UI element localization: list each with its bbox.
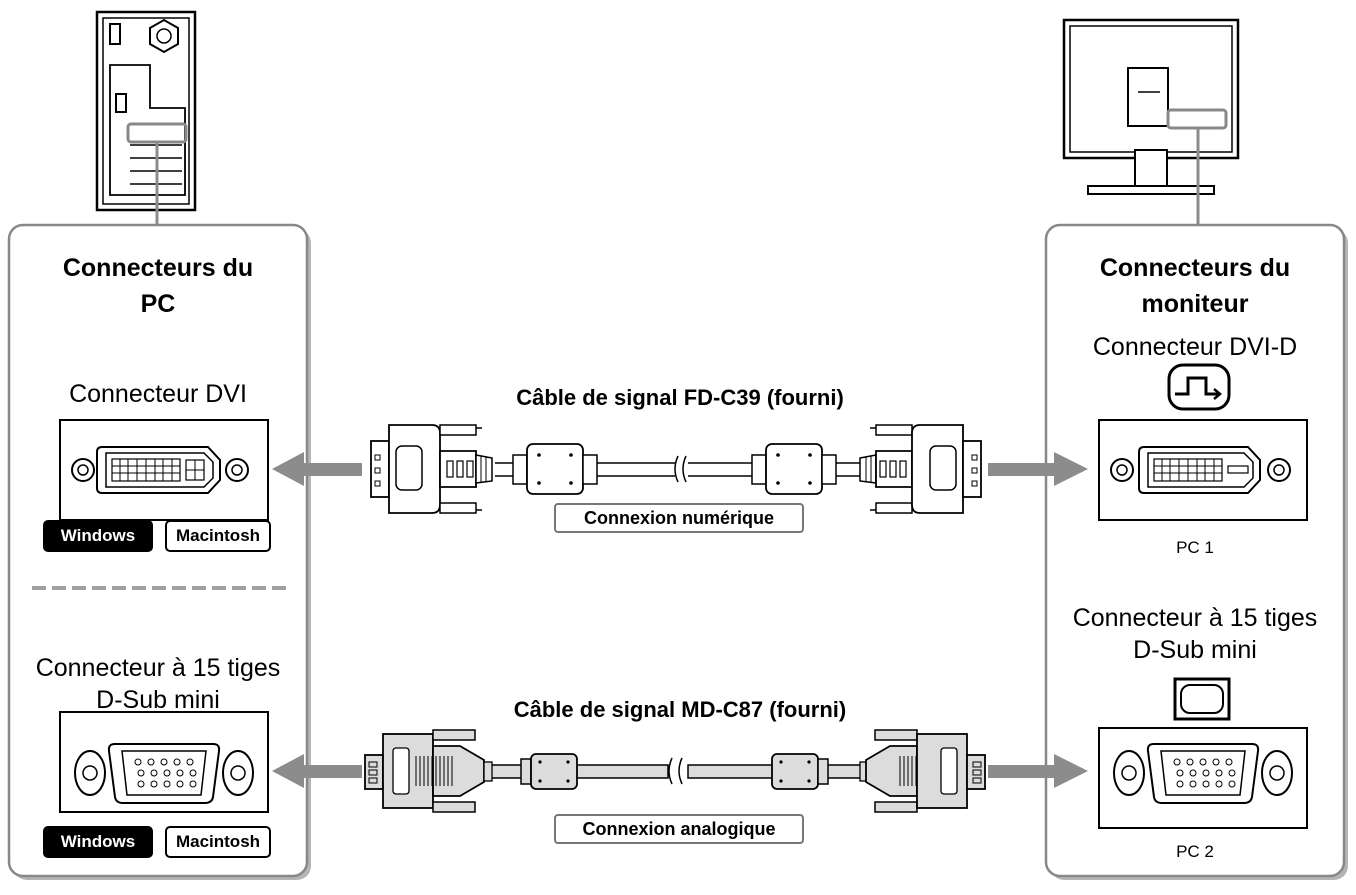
monitor-dsub-label-line2: D-Sub mini — [1133, 636, 1257, 664]
right-panel-title: Connecteurs du moniteur — [1046, 250, 1344, 322]
right-panel — [1044, 223, 1348, 880]
left-panel-title-line2: PC — [140, 290, 176, 318]
pc-dvi-macintosh-badge: Macintosh — [165, 520, 271, 552]
monitor-icon — [1062, 18, 1240, 195]
left-panel-title-line1: Connecteurs du — [62, 254, 254, 282]
monitor-input-pc1-label: PC 1 — [1176, 538, 1214, 557]
right-panel-title-line1: Connecteurs du — [1099, 254, 1291, 282]
pc-dvi-windows-badge: Windows — [43, 520, 153, 552]
analog-cable-title: Câble de signal MD-C87 (fourni) — [513, 697, 847, 722]
right-panel-title-line2: moniteur — [1141, 290, 1249, 318]
pc-dsub-label: Connecteur à 15 tiges D-Sub mini — [9, 652, 307, 716]
digital-cable-title: Câble de signal FD-C39 (fourni) — [516, 385, 844, 410]
ferrite-core-icon — [512, 443, 598, 495]
ferrite-core-icon — [771, 753, 829, 790]
monitor-dsub-label: Connecteur à 15 tiges D-Sub mini — [1046, 602, 1344, 666]
pc-dsub-label-line1: Connecteur à 15 tiges — [35, 654, 281, 682]
monitor-input-pc2-label: PC 2 — [1176, 842, 1214, 861]
left-panel-title: Connecteurs du PC — [9, 250, 307, 322]
digital-cable — [370, 424, 982, 514]
dsub-port-icon — [59, 711, 269, 813]
dvi-port-icon — [59, 419, 269, 521]
analog-cable — [364, 729, 986, 813]
pc-dsub-macintosh-badge: Macintosh — [165, 826, 271, 858]
digital-connection-label: Connexion numérique — [554, 503, 804, 533]
arrow-to-monitor-dsub — [988, 754, 1088, 788]
pc-tower-icon — [95, 10, 197, 212]
dsub-port-icon — [1098, 727, 1308, 829]
ferrite-core-icon — [520, 753, 578, 790]
pc-dsub-windows-badge: Windows — [43, 826, 153, 858]
arrow-to-pc-dsub — [272, 754, 362, 788]
pc-dvi-label: Connecteur DVI — [69, 380, 247, 408]
dvi-d-port-icon — [1098, 419, 1308, 521]
ferrite-core-icon — [751, 443, 837, 495]
analog-signal-icon — [1173, 677, 1231, 721]
monitor-dvi-d-label: Connecteur DVI-D — [1092, 333, 1298, 361]
arrow-to-monitor-dvi — [988, 452, 1088, 486]
analog-connection-label: Connexion analogique — [554, 814, 804, 844]
pc-dsub-label-line2: D-Sub mini — [96, 686, 220, 714]
monitor-dsub-label-line1: Connecteur à 15 tiges — [1072, 604, 1318, 632]
arrow-to-pc-dvi — [272, 452, 362, 486]
digital-signal-icon — [1167, 363, 1231, 411]
